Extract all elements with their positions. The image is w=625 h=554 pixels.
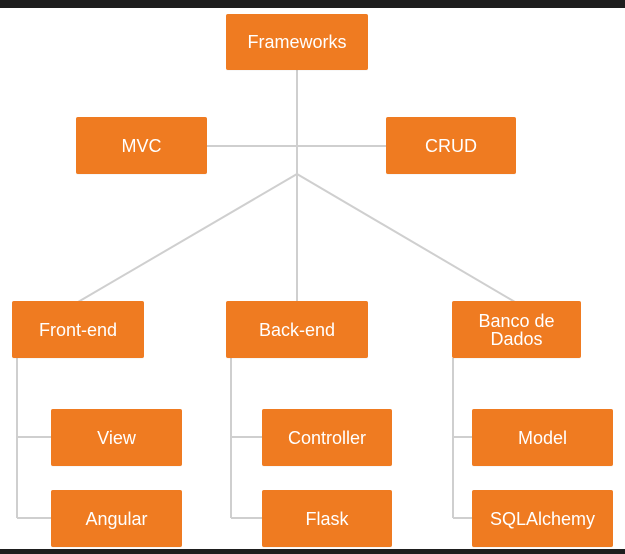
- angular-node: Angular: [51, 490, 182, 547]
- crud-label: CRUD: [425, 135, 477, 156]
- backend-label: Back-end: [258, 319, 336, 340]
- frameworks-node: Frameworks: [226, 14, 368, 70]
- controller-label: Controller: [287, 427, 367, 448]
- frontend-label: Front-end: [38, 319, 118, 340]
- flask-label: Flask: [305, 508, 349, 529]
- backend-node: Back-end: [226, 301, 368, 358]
- mvc-node: MVC: [76, 117, 207, 174]
- database-label: Banco de Dados: [478, 310, 555, 349]
- frameworks-label: Frameworks: [247, 32, 347, 52]
- sqlalchemy-label: SQLAlchemy: [489, 508, 596, 529]
- view-node: View: [51, 409, 182, 466]
- database-node: Banco de Dados: [452, 301, 581, 358]
- connector-frontend: [77, 173, 298, 303]
- flask-node: Flask: [262, 490, 392, 547]
- frontend-node: Front-end: [12, 301, 144, 358]
- model-label: Model: [517, 427, 568, 448]
- mvc-label: MVC: [121, 135, 162, 156]
- view-label: View: [97, 427, 136, 448]
- crud-node: CRUD: [386, 117, 516, 174]
- controller-node: Controller: [262, 409, 392, 466]
- sqlalchemy-node: SQLAlchemy: [472, 490, 613, 547]
- angular-label: Angular: [85, 508, 148, 529]
- connector-database: [296, 173, 516, 303]
- model-node: Model: [472, 409, 613, 466]
